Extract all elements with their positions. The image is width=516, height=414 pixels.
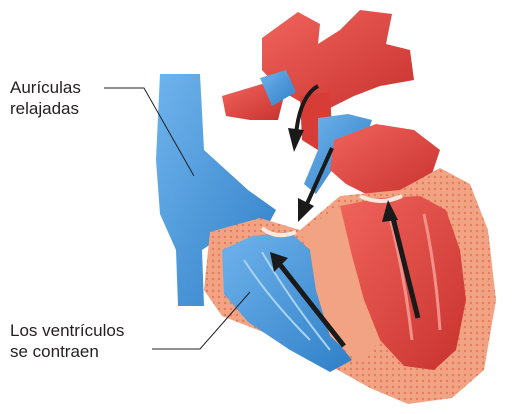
atria-label-line1: Aurículas — [10, 77, 81, 98]
atria-label: Aurículas relajadas — [10, 77, 81, 119]
ventricles-label-line1: Los ventrículos — [10, 320, 124, 341]
ventricles-label-line2: se contraen — [10, 341, 124, 362]
ventricles-label: Los ventrículos se contraen — [10, 320, 124, 362]
atria-label-line2: relajadas — [10, 98, 81, 119]
